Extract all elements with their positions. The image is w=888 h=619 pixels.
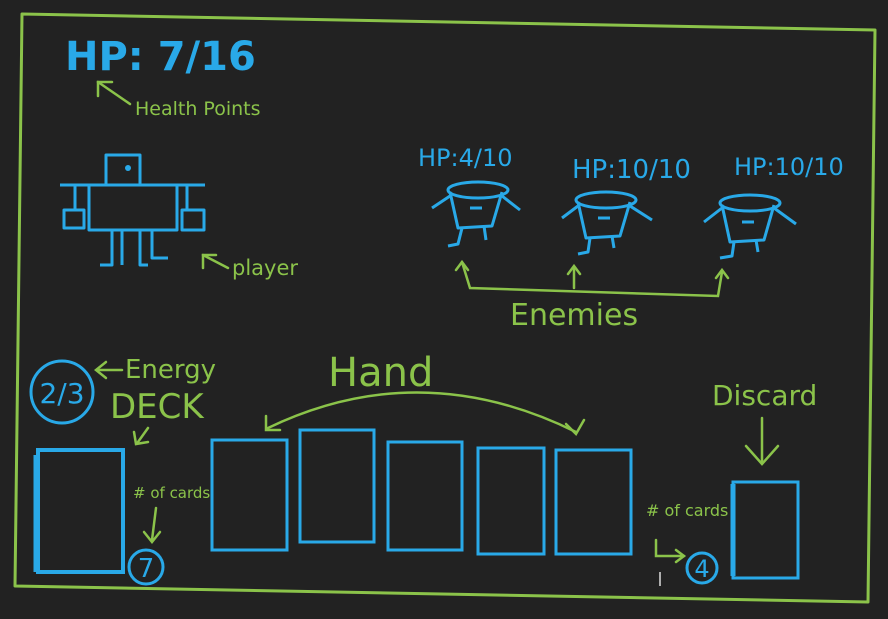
enemy-3[interactable] bbox=[703, 193, 797, 260]
energy-label: Energy bbox=[125, 355, 216, 385]
enemy-3-hp: HP:10/10 bbox=[734, 153, 844, 181]
hand-label: Hand bbox=[328, 350, 433, 396]
player-eye-icon bbox=[125, 165, 131, 171]
enemy-1-hp: HP:4/10 bbox=[418, 144, 513, 172]
enemies-label: Enemies bbox=[510, 298, 638, 333]
hand-card[interactable] bbox=[210, 438, 289, 552]
enemy-2[interactable] bbox=[561, 190, 653, 256]
health-note: Health Points bbox=[135, 98, 261, 120]
player-hp: HP: 7/16 bbox=[65, 34, 256, 80]
discard-count-arrow-icon bbox=[654, 538, 687, 564]
deck-pile[interactable] bbox=[36, 448, 125, 574]
energy-value: 2/3 bbox=[39, 377, 84, 410]
enemies-arrows-icon bbox=[454, 259, 730, 298]
player-note: player bbox=[232, 256, 298, 280]
deck-count-note: # of cards bbox=[133, 484, 210, 502]
discard-count-note: # of cards bbox=[646, 501, 728, 520]
deck-count-badge bbox=[127, 548, 165, 586]
deck-label: DECK bbox=[110, 387, 205, 427]
discard-pile[interactable] bbox=[731, 480, 800, 580]
hand-cards bbox=[210, 428, 633, 556]
energy-orb bbox=[29, 359, 95, 425]
hand-card[interactable] bbox=[386, 440, 464, 552]
hand-card[interactable] bbox=[298, 428, 376, 544]
discard-count: 4 bbox=[694, 555, 709, 583]
discard-label: Discard bbox=[712, 379, 817, 412]
player-arrow-icon bbox=[201, 253, 230, 270]
enemy-1[interactable] bbox=[431, 180, 521, 248]
health-arrow-icon bbox=[96, 80, 132, 106]
discard-count-badge bbox=[685, 551, 719, 585]
player-sprite[interactable] bbox=[60, 153, 206, 267]
discard-arrow-icon bbox=[744, 416, 780, 466]
enemy-2-hp: HP:10/10 bbox=[572, 155, 691, 185]
energy-arrow-icon bbox=[93, 360, 124, 380]
deck-count-arrow-icon bbox=[142, 506, 162, 545]
deck-count: 7 bbox=[138, 554, 155, 584]
hand-bracket-icon bbox=[264, 391, 586, 437]
board-frame bbox=[13, 12, 877, 604]
deck-arrow-icon bbox=[132, 426, 150, 446]
hand-card[interactable] bbox=[476, 446, 546, 556]
hand-card[interactable] bbox=[554, 448, 633, 556]
